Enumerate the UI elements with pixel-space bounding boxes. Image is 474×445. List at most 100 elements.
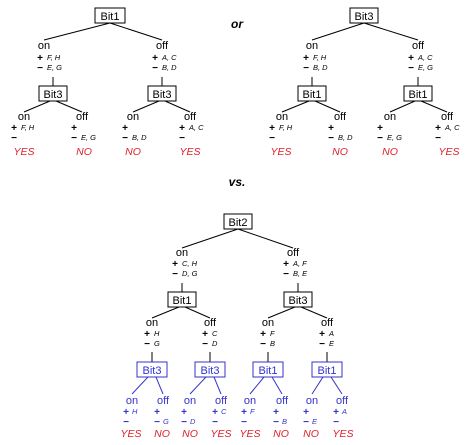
plus-sign: + [152,53,158,64]
minus-sign: − [123,417,129,428]
minus-set: D, G [182,269,198,278]
minus-sign: − [408,63,414,74]
plus-set: A, C [161,53,177,62]
connector-or: or [231,17,244,31]
plus-sign: + [241,407,247,418]
branch-label-on: on [126,395,138,407]
plus-set: F, H [313,53,327,62]
minus-set: E [312,417,318,426]
branch-label-on: on [184,395,196,407]
minus-sign: − [377,133,383,144]
edge [330,376,343,395]
edge [237,228,294,249]
leaf-result: NO [182,428,198,440]
plus-set: C, H [182,259,198,268]
minus-sign: − [71,133,77,144]
node-box [38,85,68,102]
minus-set: B [282,417,287,426]
plus-set: A, C [188,123,204,132]
plus-sign: + [435,123,441,134]
plus-set: A [328,329,334,338]
branch-label-on: on [146,317,158,329]
minus-sign: − [154,417,160,428]
plus-set: C [221,407,227,416]
node-label: Bit1 [101,11,120,23]
edge [271,376,283,395]
tree-b: Bit3 on + F, H − B, D off + A, C − E, G … [269,7,460,158]
minus-set: G [163,417,169,426]
node-label: Bit1 [173,295,192,307]
plus-sign: + [37,53,43,64]
branch-label-off: off [412,40,425,52]
branch-label-on: on [262,317,274,329]
plus-set: F, H [47,53,61,62]
minus-set: B, D [132,133,147,142]
plus-sign: + [11,123,17,134]
edge [300,306,328,319]
edge [43,22,111,41]
leaf-result: YES [179,146,200,158]
plus-sign: + [172,259,178,270]
minus-set: D [212,339,218,348]
edge [314,100,341,113]
node-box [194,361,226,378]
edge [311,376,324,395]
node-box [349,7,379,24]
plus-sign: + [319,329,325,340]
minus-sign: − [273,417,279,428]
edge [164,100,191,113]
plus-sign: + [283,259,289,270]
minus-sign: − [303,417,309,428]
branch-label-on: on [276,111,288,123]
node-box [252,361,284,378]
branch-label-off: off [276,395,289,407]
edge [23,100,51,113]
minus-sign: − [152,63,158,74]
edge [55,100,83,113]
minus-set: B, D [338,133,353,142]
branch-label-off: off [287,247,300,259]
connector-vs: vs. [229,175,246,189]
plus-sign: + [303,53,309,64]
node-box [223,213,253,230]
node-box [297,85,327,102]
node-box [311,361,343,378]
node-label: Bit1 [303,89,322,101]
plus-sign: + [179,123,185,134]
minus-sign: − [11,133,17,144]
branch-label-off: off [336,395,349,407]
minus-set: B [270,339,275,348]
minus-set: E, G [418,63,433,72]
branch-label-off: off [441,111,454,123]
plus-sign: + [144,329,150,340]
plus-sign: + [122,123,128,134]
branch-label-off: off [215,395,228,407]
minus-sign: − [144,339,150,350]
leaf-result: NO [332,146,348,158]
minus-sign: − [319,339,325,350]
plus-sign: + [154,407,160,418]
node-label: Bit3 [153,89,172,101]
leaf-result: NO [273,428,289,440]
leaf-result: NO [303,428,319,440]
edge [281,100,310,113]
edge [389,100,416,113]
minus-sign: − [179,133,185,144]
minus-set: G [154,339,160,348]
branch-label-off: off [156,40,169,52]
edge [420,100,448,113]
minus-set: B, D [162,63,177,72]
plus-sign: + [303,407,309,418]
leaf-result: NO [382,146,398,158]
node-box [94,7,126,24]
tree-a: Bit1 on + F, H − E, G off + A, C − B, D … [11,7,204,158]
branch-label-off: off [321,317,334,329]
branch-label-on: on [244,395,256,407]
minus-sign: − [241,417,247,428]
minus-set: E, G [387,133,402,142]
leaf-result: YES [239,428,260,440]
plus-set: H [154,329,160,338]
leaf-result: YES [210,428,231,440]
node-label: Bit1 [409,89,428,101]
plus-sign: + [181,407,187,418]
